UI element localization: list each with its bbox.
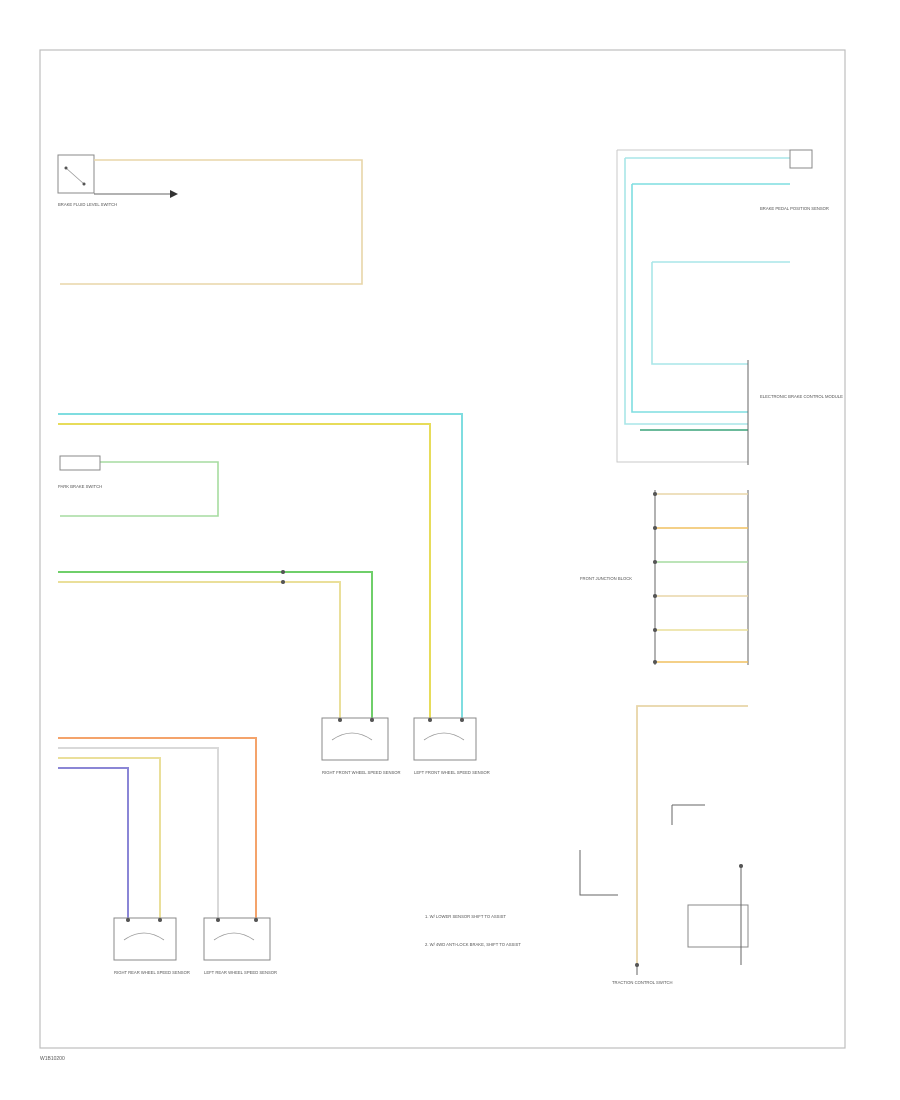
front-sensor-feed-circuit: PARK BRAKE SWITCH [58,413,463,720]
wire-cyan-lf-feed [58,413,463,720]
wire-green-rf-feed [58,571,373,720]
junction-block-label: FRONT JUNCTION BLOCK [580,576,632,581]
traction-switch-frame [579,850,618,896]
footer-code: W1B10200 [40,1056,65,1062]
traction-switch-label: TRACTION CONTROL SWITCH [612,980,673,985]
right-front-wheel-speed-sensor: RIGHT FRONT WHEEL SPEED SENSOR [321,717,401,775]
right-front-feed-circuit [58,570,373,720]
rf-sensor-label: RIGHT FRONT WHEEL SPEED SENSOR [322,770,401,775]
splice-dot [281,580,285,584]
wire-lightyellow-rf-feed [58,581,341,720]
park-brake-switch [59,455,101,471]
splice-dot [281,570,285,574]
brake-pedal-label: BRAKE PEDAL POSITION SENSOR [760,206,829,211]
diagram-frame [39,49,846,1049]
lr-sensor-label: LEFT REAR WHEEL SPEED SENSOR [204,970,277,975]
ebcm-label: ELECTRONIC BRAKE CONTROL MODULE [760,394,843,399]
wire-yellow-lf-feed [58,423,431,720]
junction-block-circuit: FRONT JUNCTION BLOCK [580,490,749,665]
wire-lightblue-1 [624,157,792,425]
bus-outline [616,149,790,463]
wire-lightyellow-rr [58,757,161,920]
wire-cyan-2 [631,183,790,413]
ebcm-upper-circuit: BRAKE PEDAL POSITION SENSOR ELECTRONIC B… [616,149,843,465]
wire-lightblue-3 [651,261,790,365]
left-front-wheel-speed-sensor: LEFT FRONT WHEEL SPEED SENSOR [413,717,490,775]
note-2: 2. W/ 4WD ANTI-LOCK BRAKE, SHIFT TO ASSI… [425,942,521,947]
wire-orange-lr [58,737,257,920]
brake-fluid-level-switch [57,154,95,194]
lf-sensor-label: LEFT FRONT WHEEL SPEED SENSOR [414,770,490,775]
traction-control-circuit: TRACTION CONTROL SWITCH [579,705,749,985]
rear-sensor-feed-circuit [58,737,257,920]
ground-wire [671,804,705,825]
wire-blueviolet-rr [58,767,129,920]
note-1: 1. W/ LOWER SENSOR SHIFT TO ASSIST [425,914,506,919]
rr-sensor-label: RIGHT REAR WHEEL SPEED SENSOR [114,970,190,975]
brake-pedal-position-sensor [789,149,813,169]
right-rear-wheel-speed-sensor: RIGHT REAR WHEEL SPEED SENSOR [113,917,190,975]
wire-white-lr [58,747,219,920]
wire-lightgreen-loop [60,461,219,517]
ground-arrow [170,190,178,198]
traction-control-switch [687,904,749,948]
brake-switch-label: BRAKE FLUID LEVEL SWITCH [58,202,117,207]
brake-fluid-level-circuit: BRAKE FLUID LEVEL SWITCH [57,154,363,285]
park-brake-label: PARK BRAKE SWITCH [58,484,102,489]
wire-tan-traction [636,705,748,965]
left-rear-wheel-speed-sensor: LEFT REAR WHEEL SPEED SENSOR [203,917,277,975]
wire-tan-loop [60,159,363,285]
